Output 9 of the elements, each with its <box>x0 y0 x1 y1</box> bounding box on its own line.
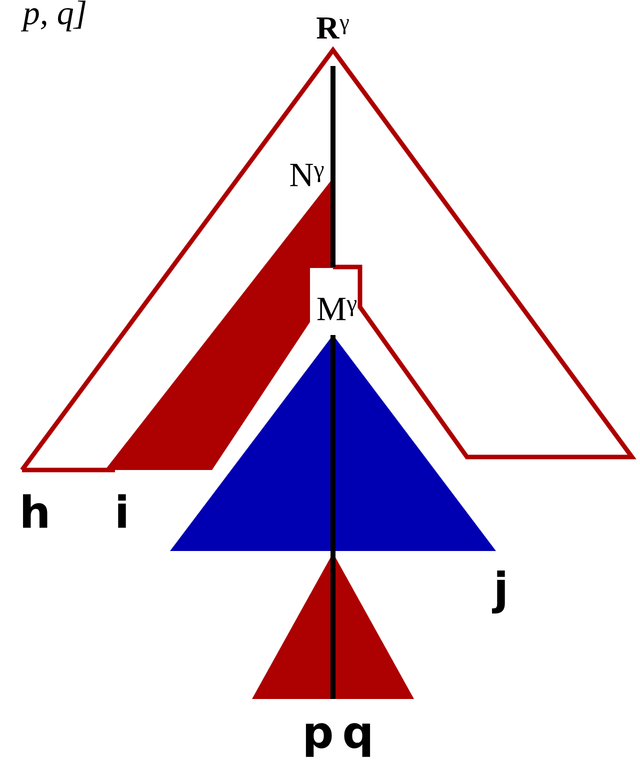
leaf-label: h <box>23 494 48 528</box>
bracket-label: p, q] <box>20 0 86 32</box>
leaf-label: i <box>118 494 126 528</box>
node-label: N$^{γ}$ <box>290 164 324 186</box>
node-label: M$^{γ}$ <box>317 298 357 320</box>
leaf-label: q <box>344 723 370 757</box>
leaf-label: p <box>306 723 332 757</box>
root-label: R$^{γ}$ <box>316 18 349 38</box>
leaf-label: j <box>492 570 505 614</box>
